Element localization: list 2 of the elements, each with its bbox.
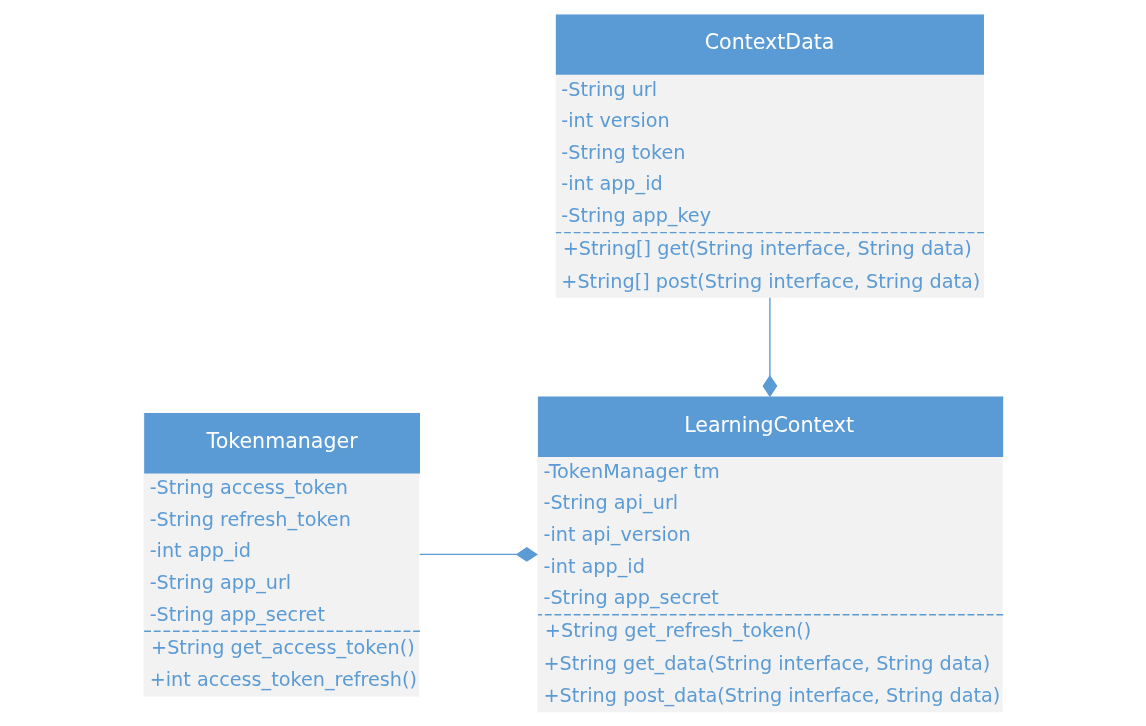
connector bbox=[762, 297, 778, 398]
connector bbox=[419, 547, 538, 562]
